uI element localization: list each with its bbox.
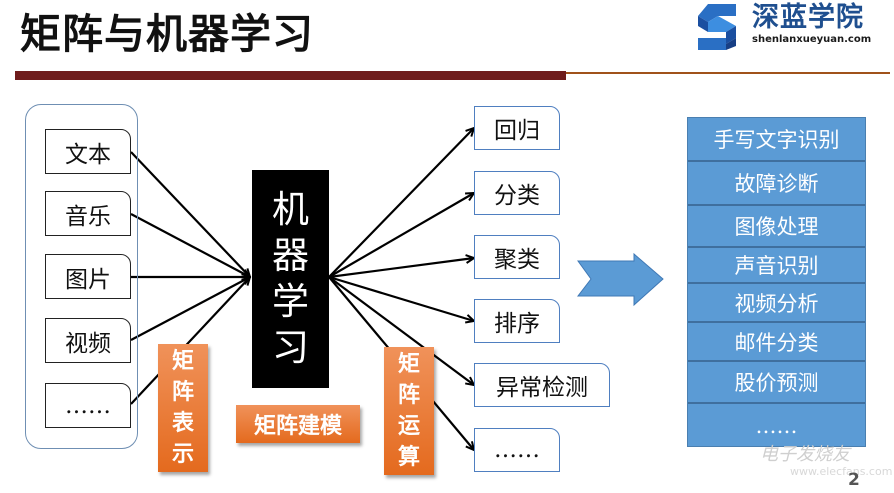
matrix-modeling-label: 矩阵建模 — [236, 405, 360, 443]
application-item: 声音识别 — [688, 248, 865, 284]
output-box-regression: 回归 — [474, 106, 560, 150]
blue-s-logo-icon — [698, 4, 736, 50]
arrow-video-to-ml — [130, 277, 250, 341]
machine-learning-box: 机 器 学 习 — [252, 170, 329, 388]
label-char: 示 — [171, 442, 194, 467]
label-char: 矩 — [171, 349, 194, 374]
application-item: 视频分析 — [688, 284, 865, 323]
watermark-url: www.elecfans.com — [790, 465, 893, 478]
arrow-ml-to-clustering — [328, 258, 474, 279]
output-box-anomaly-detection: 异常检测 — [474, 363, 610, 407]
page-number: 2 — [848, 470, 860, 490]
logo-name: 深蓝学院 — [752, 2, 864, 33]
label-char: 矩 — [397, 352, 420, 377]
slide-title: 矩阵与机器学习 — [20, 10, 314, 58]
watermark-text: 电子发烧友 — [760, 444, 850, 465]
title-divider — [15, 71, 566, 80]
big-right-arrow — [576, 252, 664, 307]
ml-char: 习 — [272, 326, 309, 369]
output-box-ranking: 排序 — [474, 299, 560, 343]
arrow-music-to-ml — [130, 213, 250, 277]
label-char: 表 — [171, 411, 194, 436]
arrow-more-to-ml — [130, 277, 250, 405]
application-item: 手写文字识别 — [688, 118, 865, 162]
application-item: 股价预测 — [688, 362, 865, 404]
input-box-text: 文本 — [45, 129, 131, 174]
arrow-ml-to-ranking — [328, 275, 474, 321]
label-char: 阵 — [171, 380, 194, 405]
application-item: 故障诊断 — [688, 162, 865, 206]
output-box-clustering: 聚类 — [474, 235, 560, 279]
input-box-more: …… — [45, 383, 131, 428]
arrow-ml-to-classification — [328, 193, 474, 278]
output-box-classification: 分类 — [474, 171, 560, 215]
input-box-image: 图片 — [45, 254, 131, 299]
logo-url: shenlanxueyuan.com — [752, 34, 872, 45]
label-char: 运 — [397, 414, 420, 439]
input-group — [25, 104, 138, 449]
label-char: 阵 — [397, 383, 420, 408]
application-list: 手写文字识别 故障诊断 图像处理 声音识别 视频分析 邮件分类 股价预测 …… — [687, 117, 866, 447]
ml-char: 机 — [272, 188, 309, 231]
application-item: 邮件分类 — [688, 323, 865, 362]
label-char: 算 — [397, 445, 420, 470]
input-box-video: 视频 — [45, 318, 131, 363]
matrix-representation-label: 矩 阵 表 示 — [158, 344, 208, 472]
ml-char: 器 — [272, 234, 309, 277]
output-box-more: …… — [474, 428, 560, 472]
application-item: 图像处理 — [688, 206, 865, 248]
arrow-text-to-ml — [130, 151, 250, 277]
arrow-ml-to-anomaly — [328, 276, 474, 385]
matrix-operation-label: 矩 阵 运 算 — [384, 347, 434, 475]
input-box-music: 音乐 — [45, 191, 131, 236]
application-item: …… — [755, 414, 798, 438]
arrow-ml-to-regression — [328, 128, 474, 278]
ml-char: 学 — [272, 280, 309, 323]
title-divider-thin — [566, 72, 890, 74]
